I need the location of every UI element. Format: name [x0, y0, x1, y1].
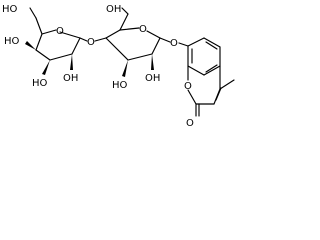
atom-label-oh-left-bottom: OH: [63, 73, 78, 84]
bond: [187, 37, 205, 47]
wedge-bond: [42, 60, 50, 75]
bond: [121, 7, 129, 15]
atom-label-oh-top: OH: [106, 4, 121, 15]
atom-label-o-glycosidic: O: [87, 37, 95, 48]
bond: [219, 79, 235, 90]
chemical-structure-diagram: HO OH O O O O HO HO OH HO OH O O: [2, 4, 235, 129]
bond: [29, 7, 37, 19]
right-sugar-ring: [105, 7, 189, 77]
atom-label-o-ring-left: O: [56, 26, 64, 37]
wedge-bond: [25, 41, 36, 50]
bond: [203, 37, 221, 48]
bond: [94, 37, 107, 42]
bond: [146, 30, 161, 39]
atom-label-o-ring-right: O: [139, 24, 147, 35]
bond: [79, 37, 88, 42]
atom-label-ho-right-bottom: HO: [112, 80, 128, 91]
atom-label-oh-right-ring: OH: [145, 73, 160, 84]
left-sugar-ring: [25, 7, 107, 75]
bond: [35, 17, 43, 35]
bond: [187, 89, 197, 105]
bond: [178, 42, 189, 47]
bond: [187, 65, 205, 76]
coumarin-ring-system: [187, 37, 235, 117]
bond: [105, 37, 129, 61]
atom-label-ho-mid: HO: [32, 78, 48, 89]
atom-label-o-lactone: O: [184, 81, 192, 92]
atom-label-ho-left: HO: [4, 36, 20, 47]
bond: [151, 37, 161, 55]
bond: [215, 87, 222, 101]
bond: [205, 64, 218, 73]
wedge-bond: [122, 60, 128, 77]
atom-label-ho-top: HO: [2, 4, 18, 15]
bond: [59, 31, 81, 39]
bond: [119, 27, 140, 31]
bond: [203, 65, 221, 76]
bond: [127, 53, 153, 61]
wedge-bond: [70, 54, 73, 70]
wedge-bond: [151, 54, 154, 70]
atom-label-o-carbonyl: O: [186, 118, 194, 129]
bond: [35, 49, 51, 61]
atom-labels: HO OH O O O O HO HO OH HO OH O O: [2, 4, 194, 129]
bond: [35, 33, 43, 51]
bond: [205, 41, 218, 50]
bond: [71, 37, 81, 55]
atom-label-o-aryl: O: [170, 38, 178, 49]
bond: [159, 37, 171, 43]
bond: [119, 13, 129, 31]
bond: [49, 53, 73, 61]
bond: [105, 29, 121, 39]
bond: [41, 29, 57, 35]
